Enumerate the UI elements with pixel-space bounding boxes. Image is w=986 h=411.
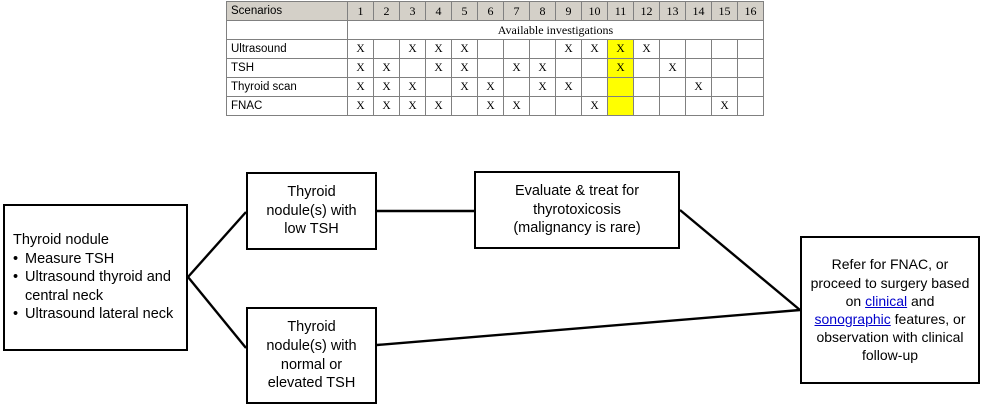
cell-r2-c5: X	[451, 58, 478, 78]
box-normal-tsh-line2: nodule(s) with	[266, 337, 357, 354]
sonographic-link[interactable]: sonographic	[814, 311, 891, 327]
cell-r4-c8	[529, 96, 556, 116]
col-header-9: 9	[555, 1, 582, 21]
cell-r4-c2: X	[373, 96, 400, 116]
col-header-1: 1	[347, 1, 374, 21]
box-normal-tsh-line1: Thyroid	[287, 319, 336, 336]
cell-r2-c9	[555, 58, 582, 78]
clinical-link[interactable]: clinical	[865, 292, 908, 309]
box-thyroid-nodule-bullets: Measure TSH Ultrasound thyroid and centr…	[13, 250, 180, 324]
box-low-tsh-line1: Thyroid	[287, 184, 336, 201]
col-header-13: 13	[659, 1, 686, 21]
cell-r2-c16	[737, 58, 764, 78]
cell-r4-c1: X	[347, 96, 374, 116]
refer-text-part1: Refer for FNAC, or proceed to surgery ba…	[810, 256, 970, 309]
box-normal-tsh-line3: normal or	[280, 356, 343, 373]
scenarios-table-container: Scenarios 1 2 3 4 5 6 7 8 9 10 11 12 13 …	[226, 1, 764, 116]
cell-r4-c10: X	[581, 96, 608, 116]
box-refer-fnac[interactable]: Refer for FNAC, or proceed to surgery ba…	[800, 236, 980, 384]
section-blank-cell	[226, 20, 348, 40]
row-header-fnac: FNAC	[226, 96, 348, 116]
box-normal-elevated-tsh[interactable]: Thyroid nodule(s) with normal or elevate…	[246, 307, 377, 404]
cell-r4-c16	[737, 96, 764, 116]
cell-r2-c11: X	[607, 58, 634, 78]
cell-r3-c12	[633, 77, 660, 97]
cell-r3-c9: X	[555, 77, 582, 97]
col-header-3: 3	[399, 1, 426, 21]
cell-r4-c15: X	[711, 96, 738, 116]
box-thyroid-nodule[interactable]: Thyroid nodule Measure TSH Ultrasound th…	[3, 204, 188, 351]
bullet-measure-tsh: Measure TSH	[13, 250, 180, 269]
cell-r1-c4: X	[425, 39, 452, 59]
cell-r3-c3: X	[399, 77, 426, 97]
cell-r4-c3: X	[399, 96, 426, 116]
box-low-tsh-line2: nodule(s) with	[266, 202, 357, 219]
box-normal-tsh-line4: elevated TSH	[267, 375, 356, 392]
box-evaluate-line2: thyrotoxicosis	[533, 201, 621, 218]
cell-r4-c6: X	[477, 96, 504, 116]
cell-r4-c12	[633, 96, 660, 116]
box-low-tsh[interactable]: Thyroid nodule(s) with low TSH	[246, 172, 377, 250]
cell-r1-c12: X	[633, 39, 660, 59]
col-header-4: 4	[425, 1, 452, 21]
row-header-ultrasound: Ultrasound	[226, 39, 348, 59]
bullet-ultrasound-central: Ultrasound thyroid and central neck	[13, 268, 180, 305]
table-header-row: Scenarios 1 2 3 4 5 6 7 8 9 10 11 12 13 …	[226, 1, 764, 21]
cell-r3-c14: X	[685, 77, 712, 97]
connector-evaluate-to-refer	[679, 209, 801, 311]
connector-nodule-to-low	[187, 211, 247, 278]
refer-text-part2: and	[907, 292, 935, 309]
cell-r1-c10: X	[581, 39, 608, 59]
box-evaluate-line3: (malignancy is rare)	[513, 220, 641, 237]
scenarios-table: Scenarios 1 2 3 4 5 6 7 8 9 10 11 12 13 …	[226, 1, 764, 116]
col-header-10: 10	[581, 1, 608, 21]
row-header-thyroid-scan: Thyroid scan	[226, 77, 348, 97]
connector-normal-to-refer	[376, 308, 801, 347]
cell-r1-c1: X	[347, 39, 374, 59]
box-thyroid-nodule-title: Thyroid nodule	[13, 232, 109, 249]
cell-r4-c4: X	[425, 96, 452, 116]
cell-r1-c11: X	[607, 39, 634, 59]
cell-r2-c8: X	[529, 58, 556, 78]
cell-r2-c4: X	[425, 58, 452, 78]
cell-r1-c16	[737, 39, 764, 59]
cell-r3-c13	[659, 77, 686, 97]
cell-r4-c14	[685, 96, 712, 116]
refer-text-part3: features, or observation with clinical f…	[816, 311, 966, 364]
cell-r3-c7	[503, 77, 530, 97]
cell-r2-c3	[399, 58, 426, 78]
box-low-tsh-line3: low TSH	[284, 221, 339, 238]
box-evaluate-line1: Evaluate & treat for	[514, 183, 640, 200]
cell-r3-c6: X	[477, 77, 504, 97]
table-section-row: Available investigations	[226, 20, 764, 40]
box-evaluate-thyrotoxicosis[interactable]: Evaluate & treat for thyrotoxicosis (mal…	[474, 171, 680, 249]
section-label-cell: Available investigations	[347, 20, 764, 40]
bullet-ultrasound-lateral: Ultrasound lateral neck	[13, 305, 180, 324]
col-header-8: 8	[529, 1, 556, 21]
cell-r2-c10	[581, 58, 608, 78]
cell-r4-c5	[451, 96, 478, 116]
connector-nodule-to-normal	[187, 276, 247, 349]
table-corner-header: Scenarios	[226, 1, 348, 21]
cell-r3-c2: X	[373, 77, 400, 97]
